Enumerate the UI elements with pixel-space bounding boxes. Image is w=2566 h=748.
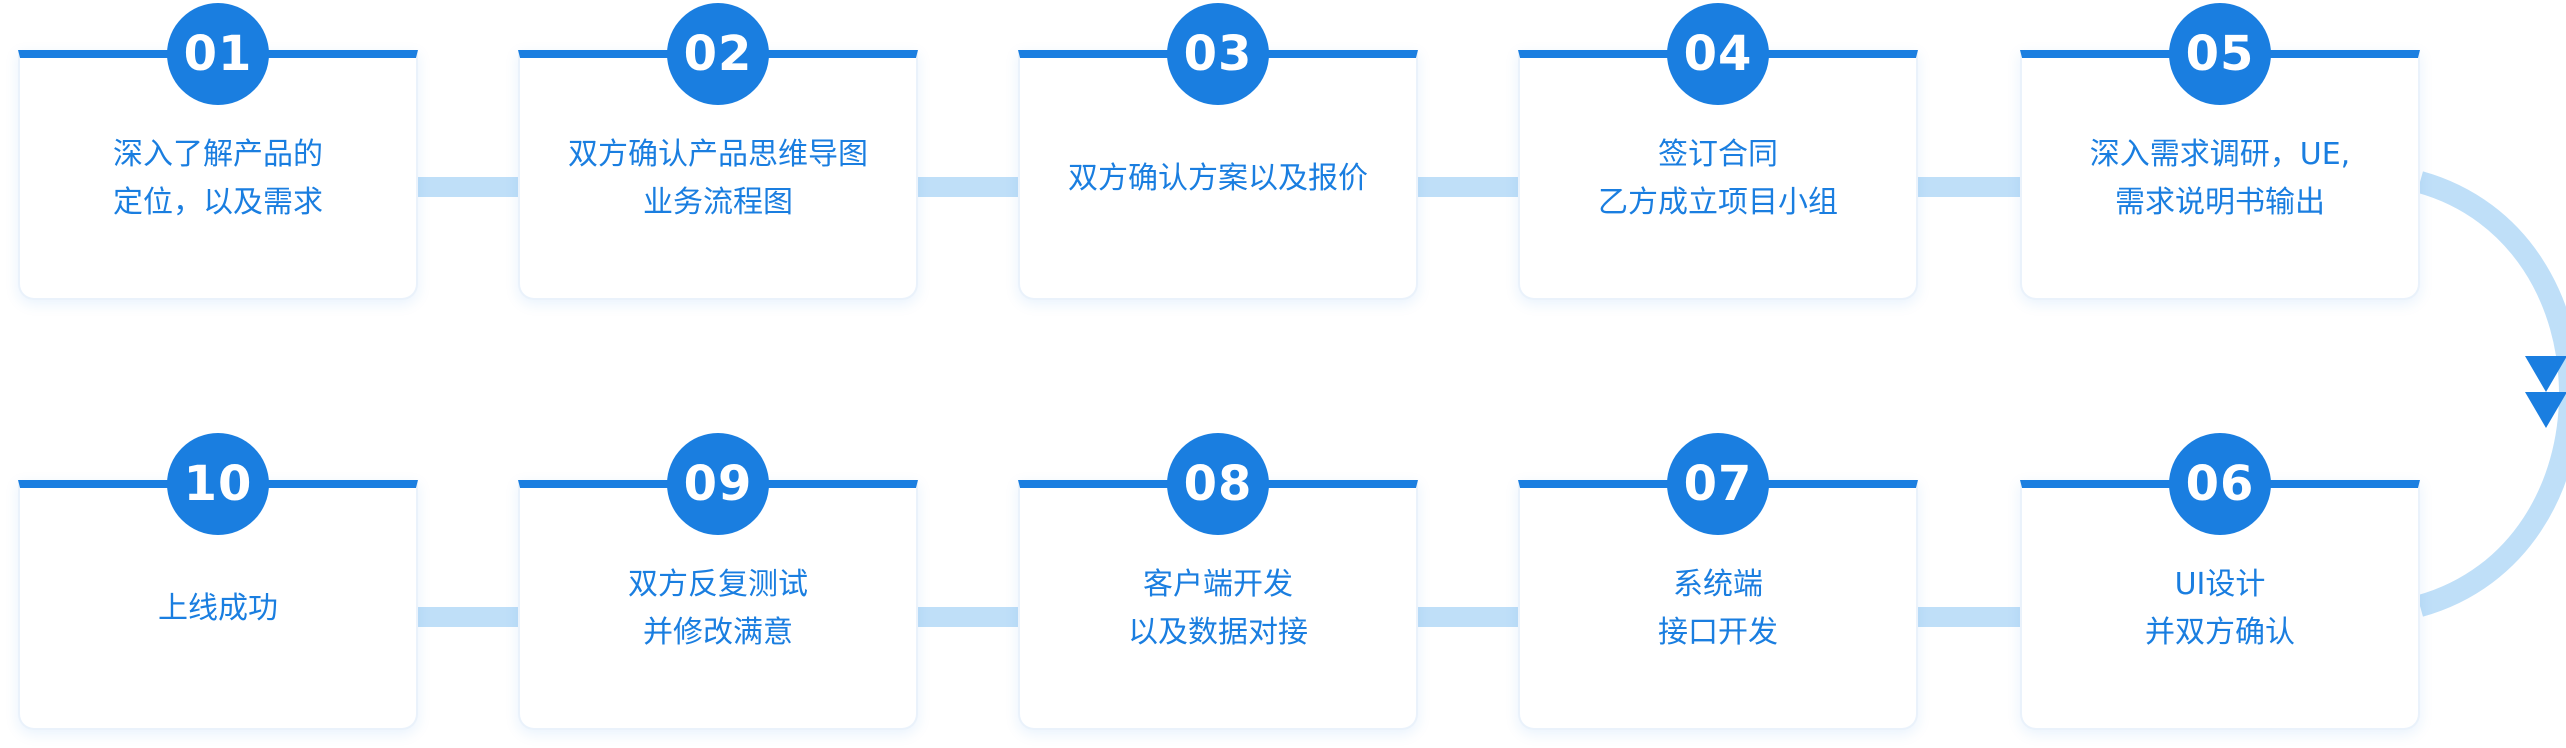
step-description-line: 双方反复测试	[628, 567, 808, 602]
step-card: 03 双方确认方案以及报价	[1018, 3, 1418, 300]
step-description-line: 深入需求调研，UE,	[2089, 137, 2351, 172]
step-description-line: 并修改满意	[643, 615, 793, 650]
step-description-line: 系统端	[1673, 567, 1763, 602]
step-description: 签订合同乙方成立项目小组	[1520, 131, 1916, 227]
step-number-badge: 04	[1667, 3, 1769, 105]
step-number-badge: 02	[667, 3, 769, 105]
step-number-badge: 08	[1167, 433, 1269, 535]
step-card: 08 客户端开发以及数据对接	[1018, 433, 1418, 730]
step-description-line: 双方确认方案以及报价	[1068, 161, 1368, 196]
arrow-down-icon	[2525, 356, 2566, 392]
step-number-badge: 03	[1167, 3, 1269, 105]
step-description: 深入了解产品的定位，以及需求	[20, 131, 416, 227]
arrow-down-icon	[2525, 392, 2566, 428]
step-connector	[914, 177, 1022, 197]
curve-connector	[2417, 171, 2566, 617]
step-description: 双方确认产品思维导图业务流程图	[520, 131, 916, 227]
step-description-line: 定位，以及需求	[113, 185, 323, 220]
step-connector	[1414, 177, 1522, 197]
step-number-badge: 10	[167, 433, 269, 535]
step-description: 双方确认方案以及报价	[1020, 155, 1416, 203]
step-card: 02 双方确认产品思维导图业务流程图	[518, 3, 918, 300]
step-description-line: 乙方成立项目小组	[1598, 185, 1838, 220]
step-description-line: UI设计	[2174, 567, 2266, 602]
step-number-badge: 06	[2169, 433, 2271, 535]
step-description-line: 签订合同	[1658, 137, 1778, 172]
step-description-line: 上线成功	[158, 591, 278, 626]
step-description: UI设计并双方确认	[2022, 561, 2418, 657]
step-card: 05 深入需求调研，UE, 需求说明书输出	[2020, 3, 2420, 300]
step-connector	[914, 607, 1022, 627]
step-description-line: 双方确认产品思维导图	[568, 137, 868, 172]
step-description-line: 并双方确认	[2145, 615, 2295, 650]
step-connector	[414, 607, 522, 627]
step-connector	[1914, 177, 2024, 197]
step-number-badge: 05	[2169, 3, 2271, 105]
step-number-badge: 01	[167, 3, 269, 105]
step-card: 09 双方反复测试并修改满意	[518, 433, 918, 730]
step-description-line: 接口开发	[1658, 615, 1778, 650]
step-description: 双方反复测试并修改满意	[520, 561, 916, 657]
step-number-badge: 09	[667, 433, 769, 535]
step-description-line: 深入了解产品的	[113, 137, 323, 172]
step-connector	[1914, 607, 2024, 627]
step-card: 04 签订合同乙方成立项目小组	[1518, 3, 1918, 300]
step-description: 客户端开发以及数据对接	[1020, 561, 1416, 657]
step-description: 上线成功	[20, 585, 416, 633]
step-description: 系统端接口开发	[1520, 561, 1916, 657]
step-number-badge: 07	[1667, 433, 1769, 535]
step-card: 10 上线成功	[18, 433, 418, 730]
step-description-line: 客户端开发	[1143, 567, 1293, 602]
step-description-line: 以及数据对接	[1128, 615, 1308, 650]
step-card: 07 系统端接口开发	[1518, 433, 1918, 730]
step-card: 01 深入了解产品的定位，以及需求	[18, 3, 418, 300]
step-description: 深入需求调研，UE, 需求说明书输出	[2022, 131, 2418, 227]
step-connector	[414, 177, 522, 197]
step-description-line: 需求说明书输出	[2115, 185, 2325, 220]
step-connector	[1414, 607, 1522, 627]
step-description-line: 业务流程图	[643, 185, 793, 220]
